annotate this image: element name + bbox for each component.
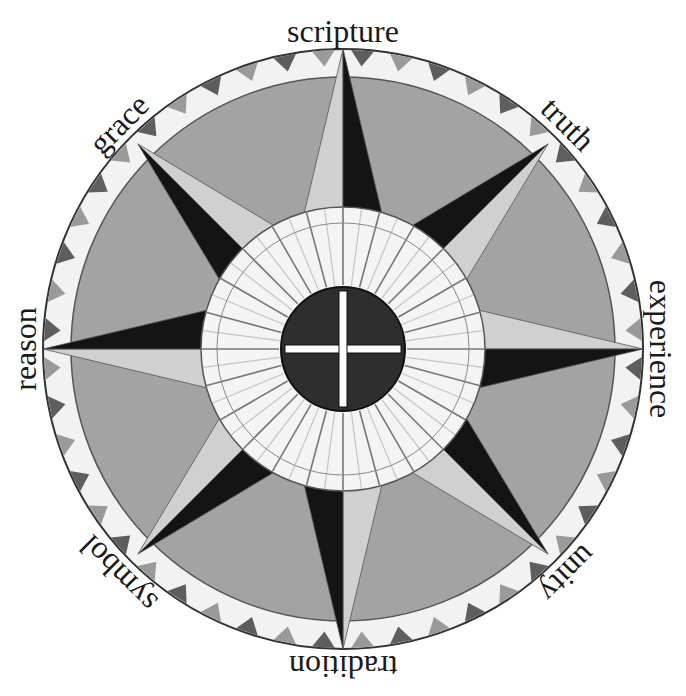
ring-tick <box>597 471 616 492</box>
ring-tick <box>274 54 297 72</box>
ring-tick <box>625 357 642 380</box>
compass-label: reason <box>9 307 41 391</box>
ring-tick <box>44 357 61 380</box>
inner-ray <box>307 213 327 287</box>
inner-disk <box>201 207 485 491</box>
inner-ray <box>342 413 344 490</box>
ring-tick <box>621 396 639 419</box>
ring-tick <box>48 280 66 303</box>
ring-tick <box>274 627 297 645</box>
ring-tick <box>236 62 258 81</box>
ring-tick <box>428 617 450 636</box>
inner-ray <box>207 366 281 386</box>
ring-tick <box>56 434 75 456</box>
inner-ray <box>351 412 361 488</box>
inner-ray <box>406 357 482 367</box>
ring-tick <box>201 603 222 622</box>
center-disk <box>281 287 405 411</box>
ring-tick <box>390 627 413 645</box>
cross-bar <box>339 291 347 407</box>
ring-tick <box>44 318 61 341</box>
ring-tick <box>312 50 335 67</box>
cross-bar <box>285 345 401 353</box>
outer-ring <box>43 49 643 649</box>
ring-tick <box>621 280 639 303</box>
inner-ray <box>325 209 335 285</box>
ring-tick <box>70 471 89 492</box>
inner-ray <box>405 313 479 333</box>
inner-rays <box>202 208 484 490</box>
ring-tick <box>70 207 89 228</box>
ring-tick <box>428 62 450 81</box>
ring-tick <box>499 584 518 604</box>
ring-tick <box>351 50 374 67</box>
ring-tick <box>611 242 630 264</box>
compass-label: experience <box>645 280 677 419</box>
ring-tick <box>48 396 66 419</box>
ring-tick <box>597 207 616 228</box>
inner-ray <box>407 348 484 350</box>
inner-ray <box>382 400 429 461</box>
ring-tick <box>465 603 486 622</box>
inner-ray <box>273 227 312 294</box>
ring-tick <box>88 505 108 524</box>
ring-tick <box>578 505 598 524</box>
inner-ray <box>257 237 304 298</box>
inner-ray <box>375 404 414 471</box>
inner-ray <box>360 411 380 485</box>
ring-tick <box>465 76 486 95</box>
ring-tick <box>390 54 413 72</box>
inner-ray <box>351 209 361 285</box>
ring-tick <box>56 242 75 264</box>
cross-center <box>340 346 346 352</box>
ring-tick <box>312 631 335 648</box>
ring-tick <box>168 94 187 114</box>
inner-ray <box>207 313 281 333</box>
inner-ray <box>325 412 335 488</box>
ring-tick <box>236 617 258 636</box>
ring-tick <box>351 631 374 648</box>
inner-ray <box>398 279 465 318</box>
inner-ray <box>405 366 479 386</box>
inner-ray <box>231 388 292 435</box>
ring-tick <box>499 94 518 114</box>
ring-tick <box>168 584 187 604</box>
inner-ray <box>342 208 344 285</box>
inner-ray <box>307 411 327 485</box>
ring-tick <box>88 174 108 193</box>
inner-ray <box>406 331 482 341</box>
ring-tick <box>201 76 222 95</box>
ring-tick <box>578 174 598 193</box>
inner-ray <box>203 331 279 341</box>
ring-tick <box>625 318 642 341</box>
inner-ring-line <box>217 223 469 475</box>
inner-ray <box>202 348 279 350</box>
inner-ray <box>221 381 288 420</box>
inner-ray <box>360 213 380 287</box>
inner-ray <box>203 357 279 367</box>
ring-tick <box>611 434 630 456</box>
compass-star <box>43 49 643 649</box>
compass-label: tradition <box>289 651 397 683</box>
compass-label: scripture <box>287 15 399 47</box>
inner-ray <box>394 263 455 310</box>
